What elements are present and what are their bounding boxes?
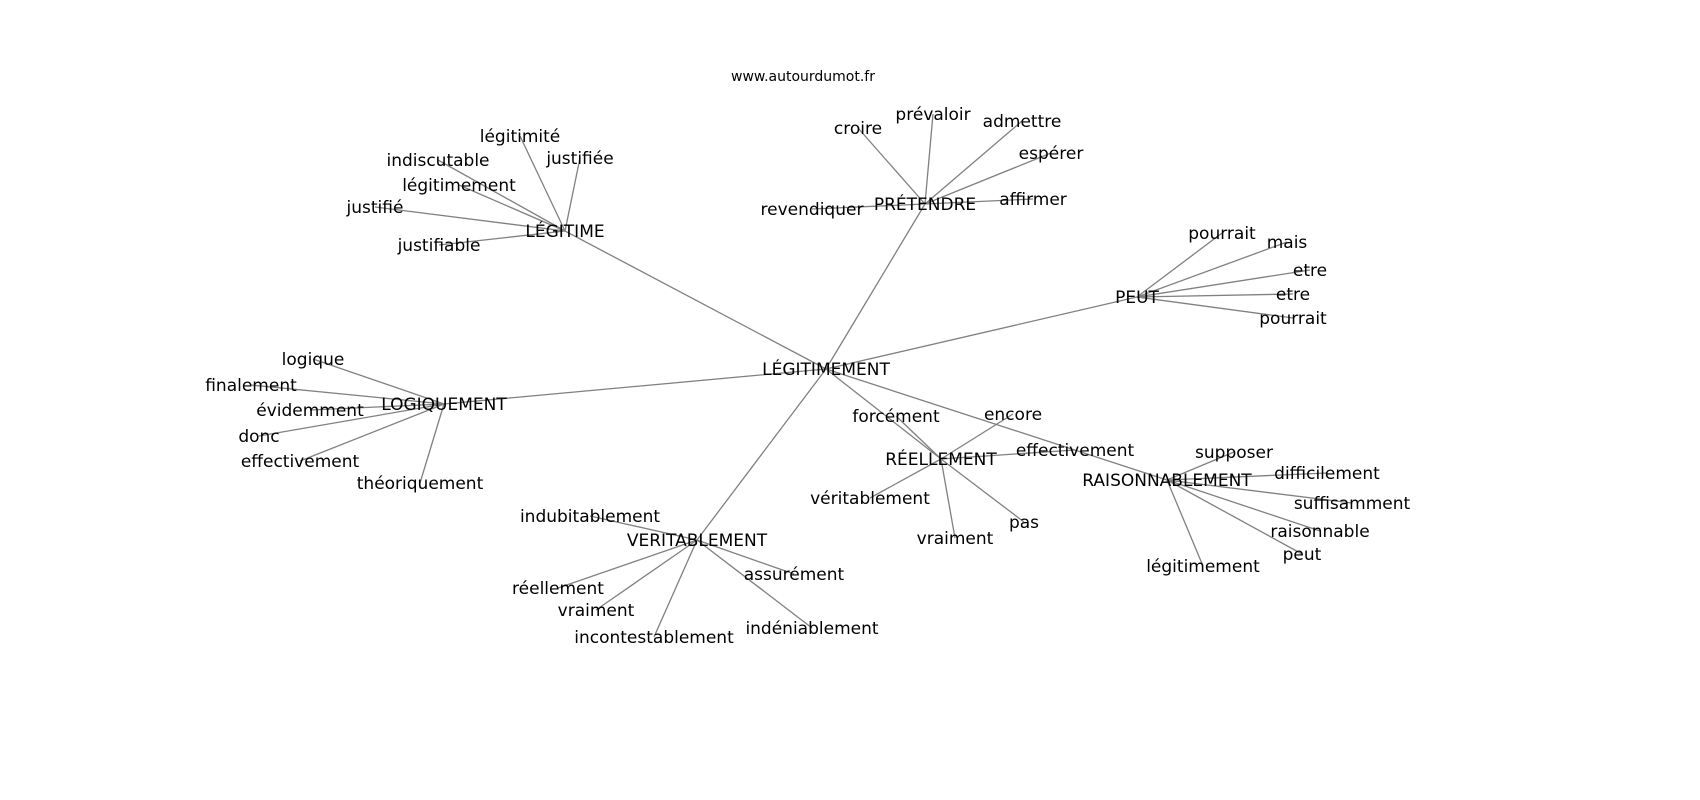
edge-center-to-hub [825,203,926,370]
edge-hub-to-leaf [940,458,956,539]
leaf-node-label: etre [1276,285,1310,305]
hub-node-label: PRÉTENDRE [874,193,976,215]
edge-hub-to-leaf [589,515,698,541]
leaf-node-label: vraiment [558,601,635,621]
edge-hub-to-leaf [1166,451,1235,481]
hub-node-label: LÉGITIME [525,220,604,242]
edge-hub-to-leaf [312,358,445,405]
hub-node-label: PEUT [1115,288,1159,308]
leaf-node-label: difficilement [1274,464,1380,484]
leaf-node-label: indiscutable [386,151,489,171]
edge-hub-to-leaf [438,230,566,246]
hub-node-label: RAISONNABLEMENT [1082,471,1252,491]
edge-hub-to-leaf [1166,472,1328,481]
edge-hub-to-leaf [458,184,566,232]
leaf-node-label: pas [1009,513,1039,533]
edge-hub-to-leaf [595,539,698,611]
edge-hub-to-leaf [924,198,1034,205]
leaf-node-label: pourrait [1259,309,1327,329]
edge-hub-to-leaf [1136,232,1223,298]
edge-hub-to-leaf [1166,479,1321,532]
edge-hub-to-leaf [258,403,445,437]
leaf-node-label: raisonnable [1270,522,1369,542]
center-node-label: LÉGITIMEMENT [762,358,890,380]
leaf-node-label: affirmer [999,190,1067,210]
hub-node-label: VERITABLEMENT [627,531,768,551]
leaf-node-label: réellement [512,579,604,599]
edge-hub-to-leaf [564,157,581,232]
site-title: www.autourdumot.fr [731,69,875,85]
leaf-node-label: espérer [1019,144,1084,164]
edge-hub-to-leaf [250,384,445,405]
edge-hub-to-leaf [653,539,698,638]
leaf-node-label: effectivement [241,452,360,472]
leaf-node-label: mais [1267,233,1308,253]
leaf-node-label: légitimement [1146,557,1260,577]
leaf-node-label: justifié [346,198,404,218]
edge-hub-to-leaf [1136,241,1288,298]
edge-hub-to-leaf [419,403,445,484]
edge-center-to-hub [825,368,1168,481]
edge-hub-to-leaf [869,458,942,499]
edge-hub-to-leaf [940,458,1025,523]
edge-hub-to-leaf [557,539,698,589]
leaf-node-label: justifiable [397,236,481,256]
edge-center-to-hub [825,368,942,460]
edge-center-to-hub [825,296,1138,370]
hub-node-label: RÉELLEMENT [885,448,997,470]
edge-hub-to-leaf [696,539,813,629]
edge-hub-to-leaf [1166,479,1303,555]
edge-hub-to-leaf [1166,479,1353,504]
edge-hub-to-leaf [309,403,445,411]
leaf-node-label: revendiquer [761,200,864,220]
leaf-node-label: justifiée [545,149,613,169]
leaf-node-label: légitimité [480,127,561,147]
edge-hub-to-leaf [940,449,1076,460]
edge-hub-to-leaf [857,127,926,205]
leaf-node-label: donc [238,427,279,447]
edge-hub-to-leaf [924,120,1023,205]
leaf-node-label: assurément [744,565,845,585]
edge-center-to-hub [443,368,827,405]
edge-hub-to-leaf [437,159,566,232]
leaf-node-label: croire [834,119,882,139]
leaf-node-label: véritablement [810,489,930,509]
hub-node-label: LOGIQUEMENT [381,395,507,415]
edge-hub-to-leaf [1136,293,1294,298]
leaf-node-label: effectivement [1016,441,1135,461]
leaf-node-label: etre [1293,261,1327,281]
leaf-node-label: pourrait [1188,224,1256,244]
edge-hub-to-leaf [374,206,566,232]
leaf-node-label: peut [1283,545,1322,565]
leaf-node-label: vraiment [917,529,994,549]
leaf-node-label: logique [282,350,345,370]
edge-hub-to-leaf [1136,269,1311,298]
edge-hub-to-leaf [924,113,934,205]
edge-center-to-hub [564,230,827,370]
edge-hub-to-leaf [696,539,795,575]
leaf-node-label: encore [984,405,1042,425]
edge-hub-to-leaf [940,413,1014,460]
edge-hub-to-leaf [924,152,1052,205]
leaf-node-label: finalement [205,376,297,396]
edge-center-to-hub [696,368,827,541]
leaf-node-label: supposer [1195,443,1273,463]
leaf-node-label: forcément [852,407,940,427]
leaf-node-label: suffisamment [1294,494,1411,514]
edge-hub-to-leaf [1166,479,1204,567]
leaf-node-label: théoriquement [357,474,484,494]
leaf-node-label: admettre [983,112,1062,132]
leaf-node-label: indéniablement [745,619,878,639]
edge-hub-to-leaf [1136,296,1294,319]
leaf-node-label: incontestablement [574,628,734,648]
edge-hub-to-leaf [895,415,942,460]
edge-hub-to-leaf [811,203,926,210]
edge-hub-to-leaf [519,135,566,232]
leaf-node-label: évidemment [256,401,364,421]
leaf-node-label: légitimement [402,176,516,196]
leaf-node-label: indubitablement [520,507,660,527]
edge-hub-to-leaf [299,403,445,462]
leaf-node-label: prévaloir [895,105,970,125]
